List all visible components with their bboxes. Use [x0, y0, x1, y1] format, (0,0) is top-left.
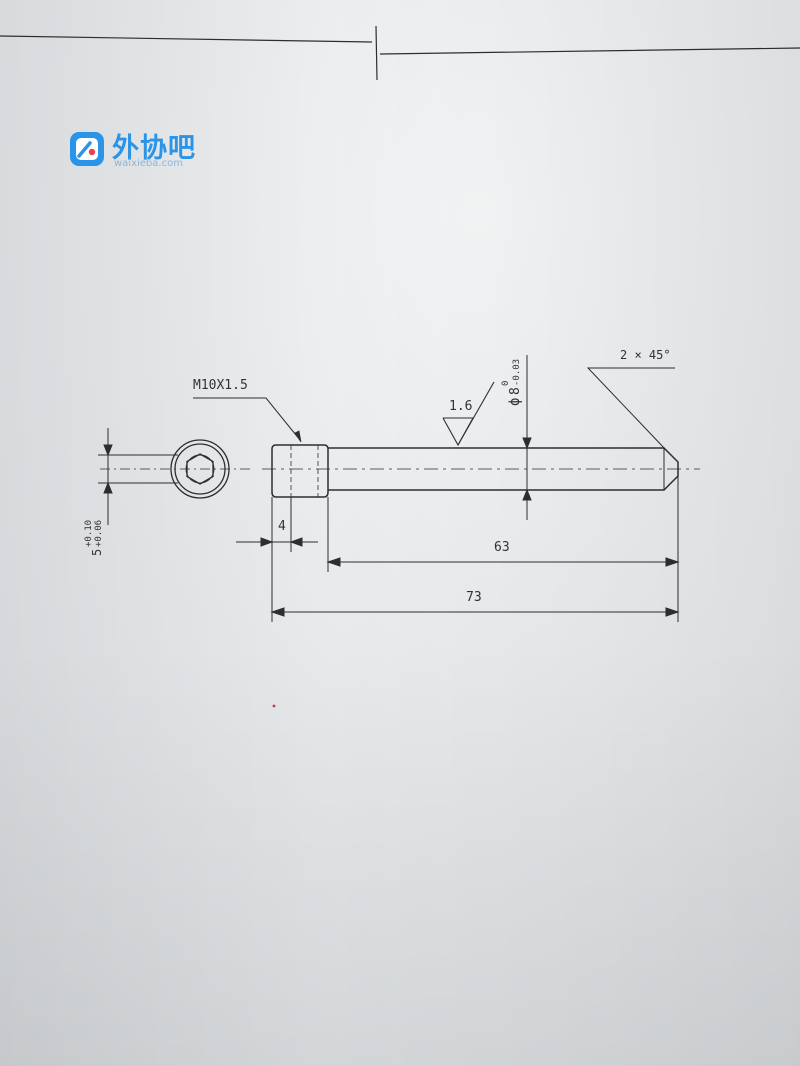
head-tol-base: 5 — [90, 549, 104, 556]
head-tol-text-group: 5 +0.10 +0.06 — [84, 520, 104, 556]
head-length-text: 4 — [278, 519, 286, 534]
head-length-dim — [236, 537, 318, 547]
diameter-tol-lower: -0.03 — [512, 359, 522, 386]
thread-leader — [193, 397, 301, 441]
brand-name: 外协吧 — [112, 133, 196, 164]
side-view — [262, 444, 700, 498]
head-dim-lines — [98, 428, 178, 525]
diameter-dim — [522, 355, 532, 520]
diameter-value: 8 — [508, 387, 523, 395]
diameter-text-group: ϕ 8 0 -0.03 — [501, 359, 523, 406]
head-tol-upper: +0.10 — [84, 520, 94, 547]
diameter-symbol: ϕ — [507, 398, 523, 406]
thread-callout-text: M10X1.5 — [193, 378, 248, 393]
diameter-tol-upper: 0 — [501, 381, 511, 386]
head-tol-lower: +0.06 — [94, 520, 104, 547]
ink-speck — [272, 704, 276, 708]
shank-length-text: 63 — [494, 540, 510, 555]
total-length-dim — [270, 607, 680, 617]
end-view — [100, 439, 250, 499]
brand-logo-icon — [70, 132, 104, 166]
border-line — [0, 35, 800, 55]
shank-length-dim — [326, 557, 680, 567]
chamfer-text: 2 × 45° — [620, 348, 671, 362]
total-length-text: 73 — [466, 590, 482, 605]
brand-url: waixieba.com — [114, 158, 183, 169]
extension-lines — [271, 476, 679, 622]
roughness-symbol — [442, 381, 495, 447]
border-tick — [375, 25, 378, 81]
chamfer-leader — [586, 367, 675, 451]
roughness-value: 1.6 — [449, 399, 472, 414]
